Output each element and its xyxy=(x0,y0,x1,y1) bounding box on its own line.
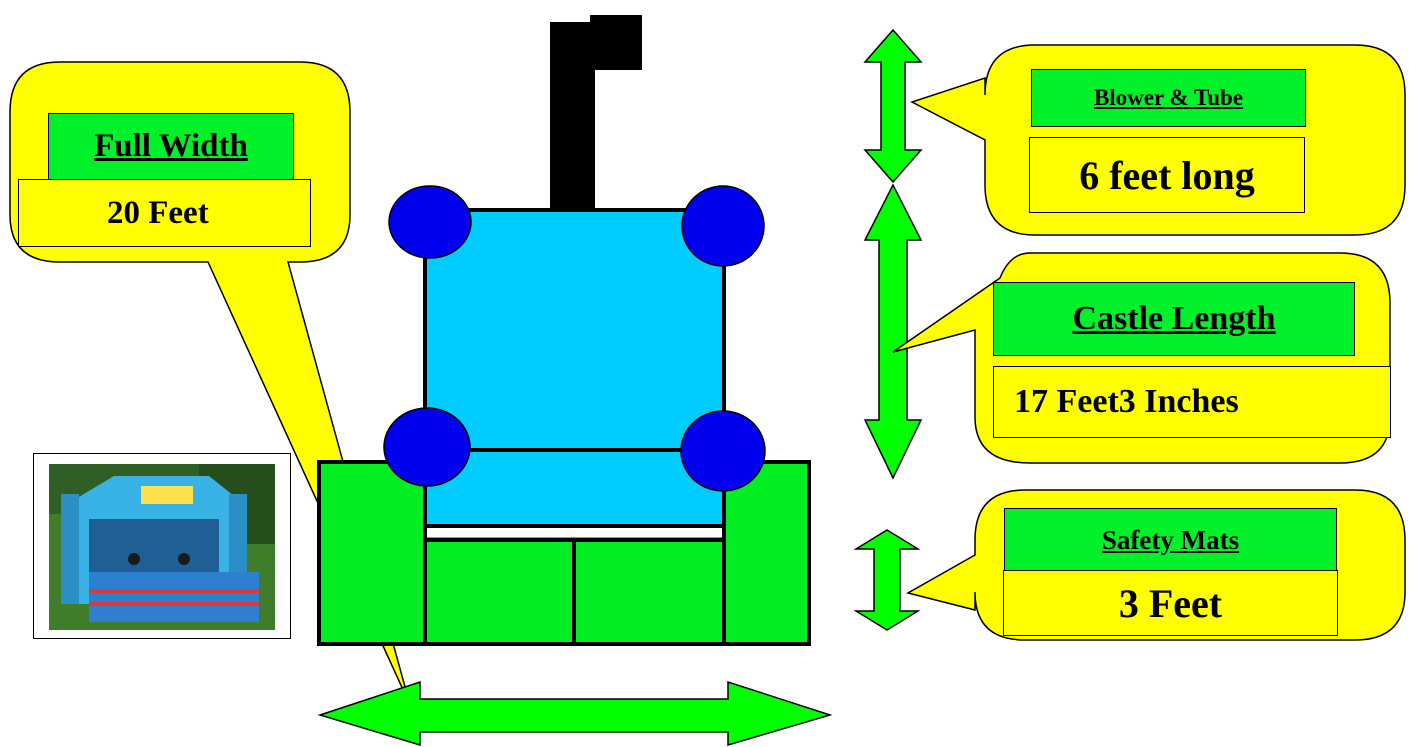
blower-value: 6 feet long xyxy=(1029,137,1305,213)
blower-length-arrow xyxy=(863,28,923,184)
turret-bottom-right xyxy=(680,410,766,492)
full-width-title: Full Width xyxy=(48,113,294,180)
full-width-value: 20 Feet xyxy=(18,179,311,247)
turret-bottom-left xyxy=(383,407,471,487)
width-arrow xyxy=(317,680,833,747)
blower-tube xyxy=(550,22,595,227)
photo-image xyxy=(49,464,275,630)
turret-top-right xyxy=(681,185,765,267)
safety-mats-title: Safety Mats xyxy=(1004,508,1337,572)
safety-mats-arrow xyxy=(853,529,921,631)
castle-floor xyxy=(423,208,726,528)
bouncy-castle-photo xyxy=(33,453,291,639)
castle-length-arrow xyxy=(863,183,923,480)
castle-length-title: Castle Length xyxy=(993,282,1355,356)
turret-top-left xyxy=(388,185,472,259)
blower-unit xyxy=(590,15,642,70)
safety-mats-value: 3 Feet xyxy=(1003,570,1338,636)
castle-length-value: 17 Feet3 Inches xyxy=(993,366,1391,438)
front-step-white xyxy=(427,526,722,537)
blower-title: Blower & Tube xyxy=(1031,69,1306,127)
